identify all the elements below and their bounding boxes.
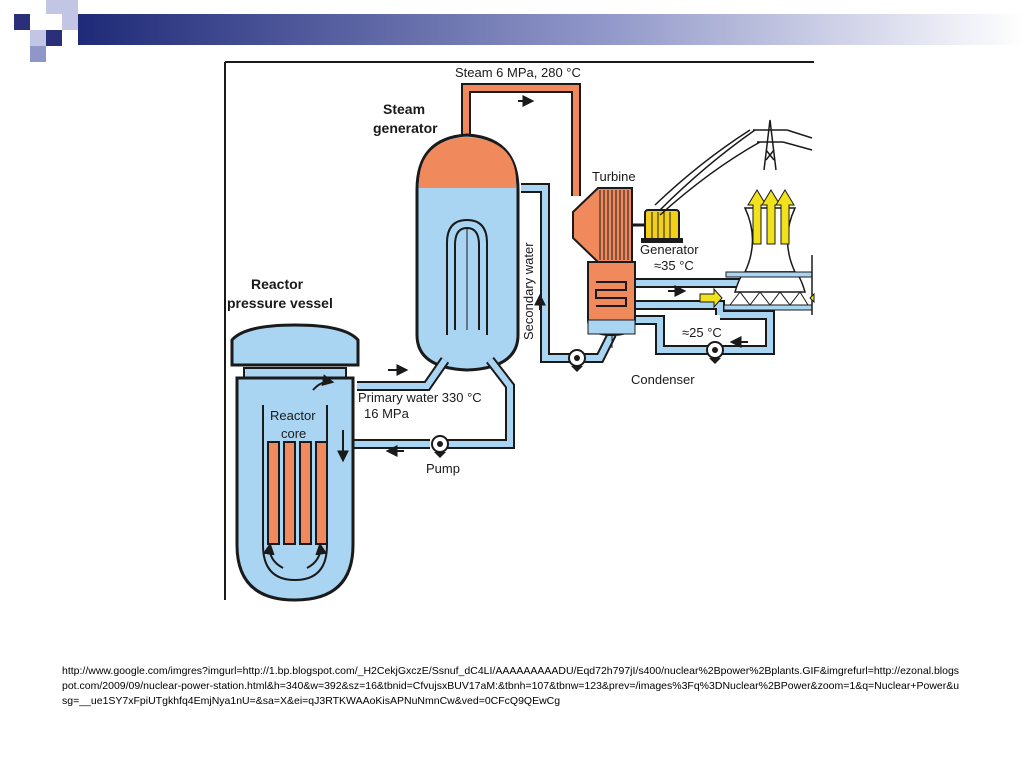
turbine [572,187,645,263]
reactor-core-label: Reactor [270,408,316,423]
generator-label: Generator [640,242,699,257]
primary-pump-icon [431,435,449,458]
condenser [587,261,636,348]
vapor-arrows [747,189,795,245]
temperature-25-label: ≈25 °C [682,325,722,340]
secondary-water-label: Secondary water [521,242,536,340]
header-square [62,14,78,30]
header-square [62,0,78,14]
steam-pipe [461,83,581,196]
nuclear-power-plant-diagram: Steam 6 MPa, 280 °C Steam generator Turb… [224,61,815,602]
header-square [30,46,46,62]
cooling-pump-icon [706,341,724,364]
transmission-tower-icon [654,119,813,216]
turbine-label: Turbine [592,169,636,184]
reactor-pressure-vessel-label: Reactor [251,276,304,292]
air-inflow-arrows [699,287,815,309]
steam-generator-label: Steam [383,101,425,117]
source-url-text: http://www.google.com/imgres?imgurl=http… [62,665,960,707]
header-square [14,14,30,30]
secondary-pump-icon [568,349,586,372]
reactor-pressure-vessel-label: pressure vessel [227,295,333,311]
primary-water-label: 16 MPa [364,406,410,421]
header-square [46,0,62,14]
steam-generator-label: generator [373,120,438,136]
primary-water-pipe [352,356,515,457]
temperature-35-label: ≈35 °C [654,258,694,273]
reactor-core-label: core [281,426,306,441]
fuel-rods [267,441,328,545]
generator-icon [641,209,683,243]
condenser-label: Condenser [631,372,695,387]
pump-label: Pump [426,461,460,476]
header-gradient-bar [78,14,1024,45]
slide-header-decoration [14,0,1024,62]
header-square [30,30,46,46]
figure-frame [224,61,814,600]
steam-label: Steam 6 MPa, 280 °C [455,65,581,80]
primary-water-label: Primary water 330 °C [358,390,482,405]
secondary-water-pipe [521,183,617,363]
header-square [46,30,62,46]
steam-generator [415,133,520,372]
